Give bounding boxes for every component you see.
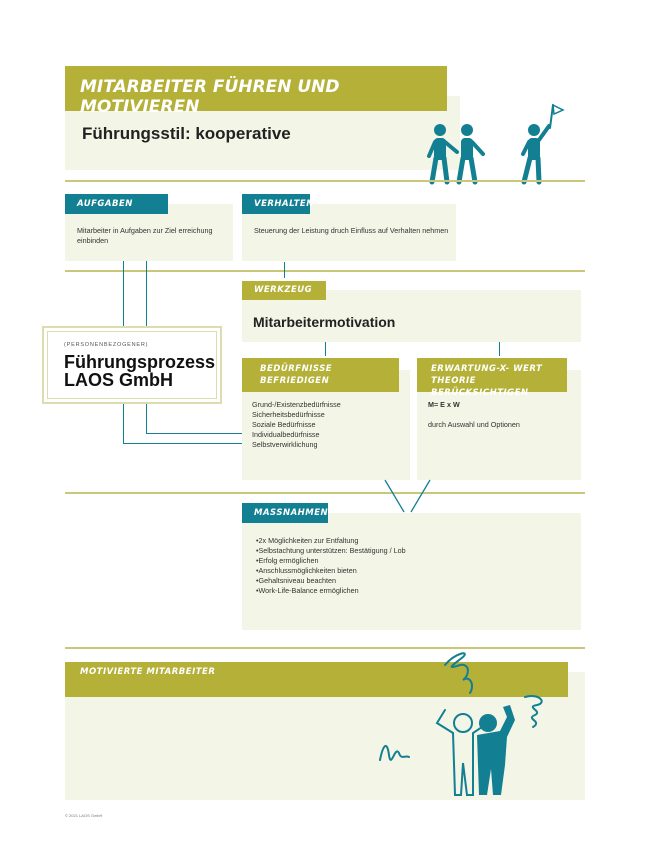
process-box: (personenbezogener) Führungsprozess LAOS… [42,326,222,404]
list-item: •Work-Life-Balance ermöglichen [256,586,359,595]
verhalten-text: Steuerung der Leistung druch Einfluss au… [254,226,449,235]
process-subtitle: (personenbezogener) [64,342,149,348]
massnahmen-label: Maßnahmen [242,503,328,523]
aufgaben-text: Mitarbeiter in Aufgaben zur Ziel erreich… [77,226,213,245]
list-item: •2x Möglichkeiten zur Entfaltung [256,536,359,545]
werkzeug-label: Werkzeug [242,281,326,300]
divider [65,492,585,494]
list-item: Soziale Bedürfnisse [252,420,316,429]
list-item: •Erfolg ermöglichen [256,556,319,565]
erwartung-label-line2: Theorie berücksichtigen [431,376,529,398]
ergebnis-label: Motivierte Mitarbeiter [65,662,568,697]
copyright: © 2021 LAOS GmbH [65,813,103,818]
connector [499,342,501,356]
connector [123,443,244,445]
beduerfnisse-list: Grund-/Existenzbedürfnisse Sicherheitsbe… [252,400,341,450]
walking-people-icon [427,103,565,185]
title-banner: Mitarbeiter führen und motivieren [65,66,447,117]
verhalten-label: Verhalten [242,194,313,214]
happy-people-icon [379,652,543,796]
divider [65,270,585,272]
connector [123,261,125,326]
erwartung-label: Erwartung-x- Wert Theorie berücksichtige… [417,358,567,398]
list-item: •Gehaltsniveau beachten [256,576,337,585]
connector [325,342,327,356]
list-item: Grund-/Existenzbedürfnisse [252,400,341,409]
erwartung-text: durch Auswahl und Optionen [428,420,520,429]
list-item: •Anschlussmöglichkeiten bieten [256,566,357,575]
beduerfnisse-label-line1: Bedürfnisse [260,364,333,374]
divider [65,180,585,182]
massnahmen-list: •2x Möglichkeiten zur Entfaltung •Selbst… [256,536,406,596]
beduerfnisse-label: Bedürfnisse befriedigen [242,358,399,392]
list-item: Selbstverwirklichung [252,440,318,449]
connector [146,404,148,434]
aufgaben-label: Aufgaben [65,194,168,214]
werkzeug-text: Mitarbeitermotivation [253,314,396,330]
process-title: Führungsprozess LAOS GmbH [64,353,215,389]
converging-arrows [384,479,431,513]
connector [123,404,125,444]
erwartung-formula: M= E x W [428,400,460,409]
beduerfnisse-label-line2: befriedigen [260,376,330,386]
massnahmen-panel [242,513,581,630]
process-title-line2: LAOS GmbH [64,370,174,390]
connector [146,261,148,326]
list-item: Individualbedürfnisse [252,430,320,439]
leadership-style: Führungsstil: kooperative [82,124,291,143]
connector [284,262,286,278]
connector [146,433,244,435]
page-title: Mitarbeiter führen und motivieren [80,77,340,117]
list-item: •Selbstachtung unterstützen: Bestätigung… [256,546,406,555]
erwartung-label-line1: Erwartung-x- Wert [431,364,543,374]
list-item: Sicherheitsbedürfnisse [252,410,325,419]
process-title-line1: Führungsprozess [64,352,216,372]
divider [65,647,585,649]
